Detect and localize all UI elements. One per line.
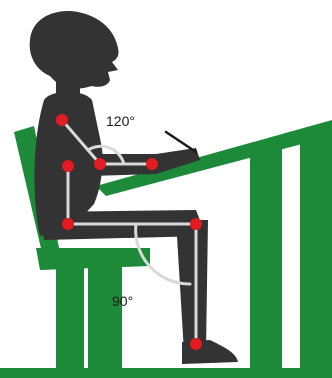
joint-hip [62, 218, 74, 230]
chair-rear-leg [56, 264, 84, 370]
lower-leg [176, 220, 208, 352]
joint-shoulder [56, 114, 68, 126]
desk-leg-left [250, 142, 282, 370]
knee-angle-label: 90° [112, 293, 133, 309]
joint-knee [190, 218, 202, 230]
elbow-angle-label: 120° [106, 113, 135, 129]
pencil [166, 132, 196, 152]
floor [0, 368, 332, 378]
joint-ankle [190, 338, 202, 350]
joint-chest [62, 160, 74, 172]
joint-wrist [146, 158, 158, 170]
desk-leg-right [300, 130, 332, 370]
head [30, 11, 119, 88]
chair-front-leg [88, 264, 122, 370]
joint-elbow [94, 158, 106, 170]
